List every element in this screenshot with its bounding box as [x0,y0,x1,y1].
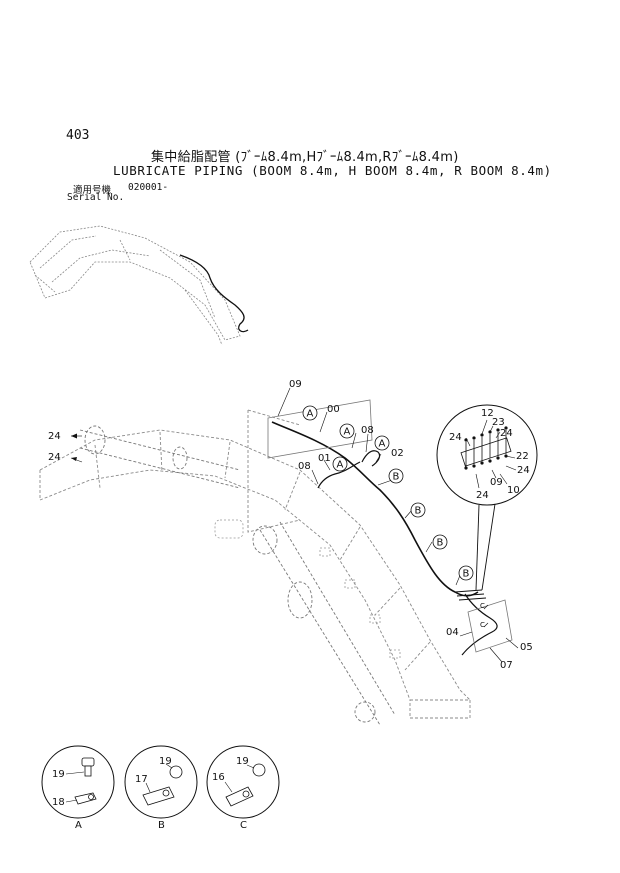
marker-b-2: B [415,506,422,517]
title-english: LUBRICATE PIPING (BOOM 8.4m, H BOOM 8.4m… [113,163,552,178]
callout-08-upper: 08 [361,425,374,436]
overview-thumbnail [29,225,241,346]
serial-value: 020001- [128,182,169,193]
callout-24-upper: 24 [48,431,61,442]
marker-b-4: B [463,569,470,580]
callout-08-lower: 08 [298,461,311,472]
lower-panel [467,599,513,653]
detail-b-part-bottom: 17 [135,774,148,785]
callout-02: 02 [391,448,404,459]
detail-a-part-bottom: 18 [52,797,65,808]
detail-c-label: C [240,820,247,831]
detail-callout-24-left: 24 [449,432,462,443]
marker-a-3: A [379,439,386,450]
callout-24-lower: 24 [48,452,61,463]
page-number: 403 [66,128,90,143]
marker-b-3: B [437,538,444,549]
callout-leaders [70,387,519,663]
lubricate-hose-branch-2 [361,450,381,467]
detail-callout-24-lower-right: 24 [517,465,530,476]
boom-cylinder [79,425,396,726]
callout-09: 09 [289,379,302,390]
detail-callout-10: 10 [507,485,520,496]
detail-a-label: A [75,820,82,831]
callout-01: 01 [318,453,331,464]
lubricate-hose-main [271,421,479,597]
detail-callout-24-bottom: 24 [476,490,489,501]
marker-a-1: A [307,409,314,420]
overview-piping-line [179,254,249,333]
boom-structure [39,409,471,719]
title-japanese: 集中給脂配管 (ﾌﾞｰﾑ8.4m,Hﾌﾞｰﾑ8.4m,Rﾌﾞｰﾑ8.4m) [151,150,459,165]
serial-label-english: Serial No. [67,192,125,203]
detail-a-part-top: 19 [52,769,65,780]
boom-bracket [214,519,401,659]
view-markers [302,405,474,581]
detail-c: 19 16 C [206,745,280,831]
marker-c-2: C [480,621,485,629]
detail-callout-22: 22 [516,451,529,462]
hose-bundle [454,589,487,601]
marker-a-2: A [344,427,351,438]
detail-callout-23: 23 [492,417,505,428]
clip-c-marks [483,604,489,628]
serial-label-japanese: 適用号機 [73,185,112,196]
detail-b-label: B [158,820,165,831]
callout-07: 07 [500,660,513,671]
detail-callout-24-right: 24 [500,428,513,439]
distributor-panel [267,399,373,459]
marker-a-4: A [337,460,344,471]
distributor-detail [436,404,538,591]
marker-c-1: C [480,602,485,610]
detail-callout-12: 12 [481,408,494,419]
lubricate-hose-branch [317,461,361,489]
callout-04: 04 [446,627,459,638]
detail-b-part-top: 19 [159,756,172,767]
detail-callout-09: 09 [490,477,503,488]
callout-00: 00 [327,404,340,415]
detail-b: 19 17 B [124,745,198,831]
lubricate-hose-lower [461,593,498,656]
callout-05: 05 [520,642,533,653]
detail-a: 19 18 A [41,745,115,831]
detail-c-part-top: 19 [236,756,249,767]
marker-b-1: B [393,472,400,483]
detail-c-part-bottom: 16 [212,772,225,783]
callout-arrowheads [71,433,77,461]
